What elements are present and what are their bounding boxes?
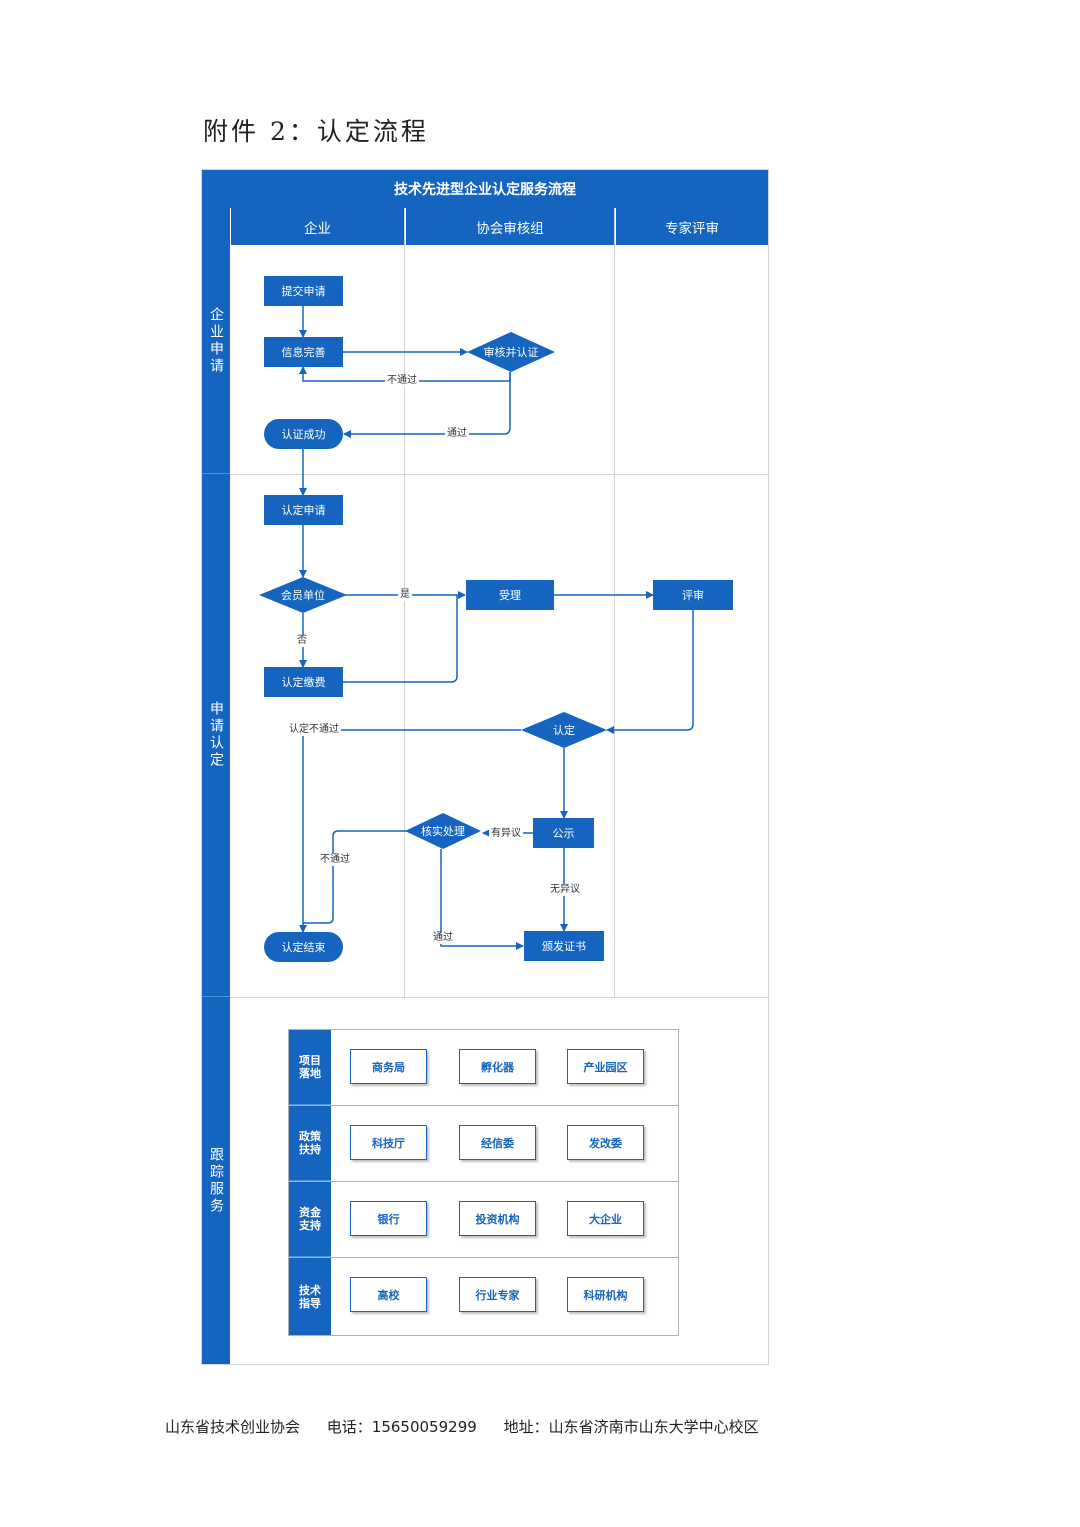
lane-follow-up-service: 跟踪服务 bbox=[202, 997, 230, 1364]
service-item: 科技厅 bbox=[350, 1125, 427, 1160]
node-issue-certificate: 颁发证书 bbox=[524, 931, 604, 961]
label-no: 否 bbox=[295, 635, 309, 647]
node-verify-handling: 核实处理 bbox=[405, 813, 481, 849]
service-item: 发改委 bbox=[567, 1125, 644, 1160]
lane-application-certification: 申请认定 bbox=[202, 474, 230, 997]
service-grid: 项目落地 商务局 孵化器 产业园区 政策扶持 科技厅 经信委 发改委 资金支持 … bbox=[288, 1029, 679, 1336]
node-member-unit: 会员单位 bbox=[259, 577, 347, 613]
footer: 山东省技术创业协会 电话：15650059299 地址：山东省济南市山东大学中心… bbox=[165, 1416, 781, 1437]
label-objection: 有异议 bbox=[489, 828, 523, 840]
service-item: 科研机构 bbox=[567, 1277, 644, 1312]
node-submit-application: 提交申请 bbox=[264, 276, 343, 306]
label-verify-pass: 通过 bbox=[431, 932, 455, 944]
grid-line bbox=[230, 474, 768, 475]
grid-line bbox=[404, 208, 405, 997]
service-category: 政策扶持 bbox=[289, 1106, 331, 1181]
service-item: 投资机构 bbox=[459, 1201, 536, 1236]
service-category: 项目落地 bbox=[289, 1030, 331, 1105]
node-certification-fee: 认定缴费 bbox=[264, 667, 343, 697]
node-certification-application: 认定申请 bbox=[264, 495, 343, 525]
footer-phone: 电话：15650059299 bbox=[326, 1418, 477, 1436]
node-publicity: 公示 bbox=[533, 818, 594, 848]
chart-title: 技术先进型企业认定服务流程 bbox=[202, 170, 768, 208]
footer-address: 地址：山东省济南市山东大学中心校区 bbox=[503, 1418, 759, 1436]
node-certification-end: 认定结束 bbox=[264, 932, 343, 962]
service-item: 经信委 bbox=[459, 1125, 536, 1160]
node-review-and-certify: 审核并认证 bbox=[467, 332, 555, 372]
node-certification-success: 认证成功 bbox=[264, 419, 343, 449]
column-expert-review: 专家评审 bbox=[616, 208, 768, 245]
lane-enterprise-application: 企业申请 bbox=[202, 208, 230, 474]
label-not-pass: 不通过 bbox=[385, 375, 419, 387]
edge-verify-pass bbox=[440, 849, 524, 950]
page-heading: 附件 2：认定流程 bbox=[203, 117, 429, 146]
label-certification-fail: 认定不通过 bbox=[287, 724, 341, 736]
node-certify-decision: 认定 bbox=[521, 712, 607, 748]
flowchart: 技术先进型企业认定服务流程 企业申请 申请认定 跟踪服务 企业 协会审核组 专家… bbox=[201, 169, 769, 1365]
service-item: 银行 bbox=[350, 1201, 427, 1236]
node-info-completion: 信息完善 bbox=[264, 337, 343, 367]
column-enterprise: 企业 bbox=[231, 208, 404, 245]
label-yes: 是 bbox=[398, 589, 412, 601]
footer-organization: 山东省技术创业协会 bbox=[165, 1418, 301, 1436]
node-accept: 受理 bbox=[466, 580, 554, 610]
service-item: 孵化器 bbox=[459, 1049, 536, 1084]
service-item: 商务局 bbox=[350, 1049, 427, 1084]
column-association-review: 协会审核组 bbox=[406, 208, 614, 245]
service-item: 行业专家 bbox=[459, 1277, 536, 1312]
edge-fee-accept bbox=[343, 595, 458, 683]
label-verify-fail: 不通过 bbox=[318, 854, 352, 866]
edge-expert-decide bbox=[606, 610, 694, 734]
service-row: 项目落地 商务局 孵化器 产业园区 bbox=[289, 1030, 678, 1106]
service-item: 产业园区 bbox=[567, 1049, 644, 1084]
grid-line bbox=[230, 997, 768, 998]
edge-verify-fail bbox=[303, 830, 407, 924]
service-row: 资金支持 银行 投资机构 大企业 bbox=[289, 1182, 678, 1258]
edge-review-pass bbox=[343, 372, 511, 438]
label-no-objection: 无异议 bbox=[548, 884, 582, 896]
service-row: 技术指导 高校 行业专家 科研机构 bbox=[289, 1258, 678, 1335]
node-expert-review: 评审 bbox=[653, 580, 733, 610]
label-pass: 通过 bbox=[445, 428, 469, 440]
grid-line bbox=[614, 208, 615, 997]
service-item: 大企业 bbox=[567, 1201, 644, 1236]
service-category: 技术指导 bbox=[289, 1258, 331, 1335]
service-category: 资金支持 bbox=[289, 1182, 331, 1257]
service-item: 高校 bbox=[350, 1277, 427, 1312]
service-row: 政策扶持 科技厅 经信委 发改委 bbox=[289, 1106, 678, 1182]
